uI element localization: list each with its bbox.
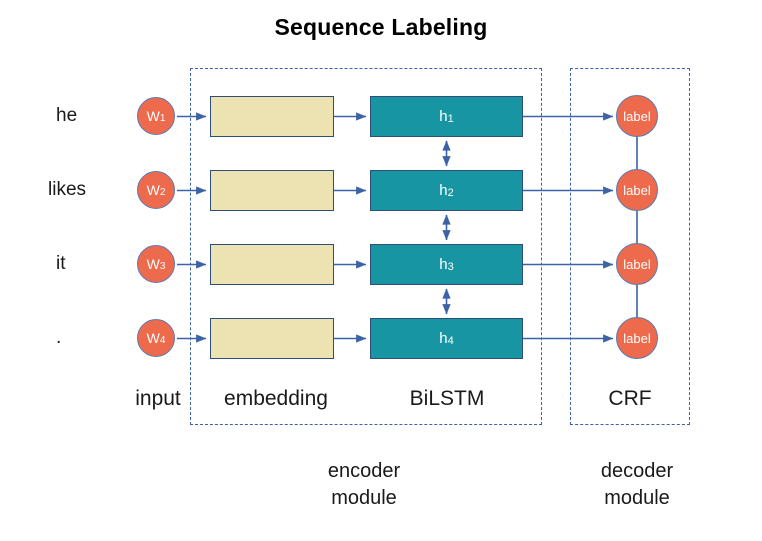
label-node-3-text: label (623, 256, 651, 272)
label-node-2[interactable]: label (616, 169, 658, 211)
decoder-module-frame (570, 68, 690, 425)
token-node-1-subscript: 1 (159, 113, 166, 124)
hidden-state-box-3-subscript: 3 (447, 261, 454, 273)
hidden-state-box-3-label: h (439, 256, 448, 273)
hidden-state-box-2-label: h (439, 182, 448, 199)
column-caption-bilstm: BiLSTM (409, 387, 485, 410)
encoder-module-caption: encoder module (327, 460, 401, 509)
label-node-4[interactable]: label (616, 317, 658, 359)
token-node-3-label: W (146, 256, 160, 272)
label-node-4-text: label (623, 330, 651, 346)
input-word-2: likes (48, 179, 87, 200)
embedding-box-3[interactable] (210, 244, 334, 285)
hidden-state-box-4-label: h (439, 330, 448, 347)
label-node-3[interactable]: label (616, 243, 658, 285)
embedding-box-2[interactable] (210, 170, 334, 211)
token-node-4-subscript: 4 (159, 335, 166, 346)
column-caption-crf: CRF (608, 387, 652, 410)
page-title: Sequence Labeling (274, 14, 488, 40)
label-node-2-text: label (623, 182, 651, 198)
encoder-module-frame (190, 68, 542, 425)
token-node-2-label: W (146, 182, 160, 198)
decoder-module-caption: decoder module (600, 460, 674, 509)
column-caption-embedding: embedding (224, 387, 328, 410)
hidden-state-box-4-subscript: 4 (447, 335, 454, 347)
token-node-4-label: W (146, 330, 160, 346)
input-word-1: he (56, 105, 78, 126)
hidden-state-box-1-label: h (439, 108, 448, 125)
label-node-1-text: label (623, 108, 651, 124)
embedding-box-1[interactable] (210, 96, 334, 137)
token-node-2-subscript: 2 (159, 187, 166, 198)
hidden-state-box-2-subscript: 2 (447, 187, 454, 199)
token-node-1-label: W (146, 108, 160, 124)
embedding-box-4[interactable] (210, 318, 334, 359)
hidden-state-box-1-subscript: 1 (447, 113, 454, 125)
token-node-3-subscript: 3 (159, 261, 166, 272)
input-word-3: it (56, 253, 66, 274)
column-caption-input: input (135, 387, 181, 410)
input-word-4: . (56, 327, 62, 348)
label-node-1[interactable]: label (616, 95, 658, 137)
